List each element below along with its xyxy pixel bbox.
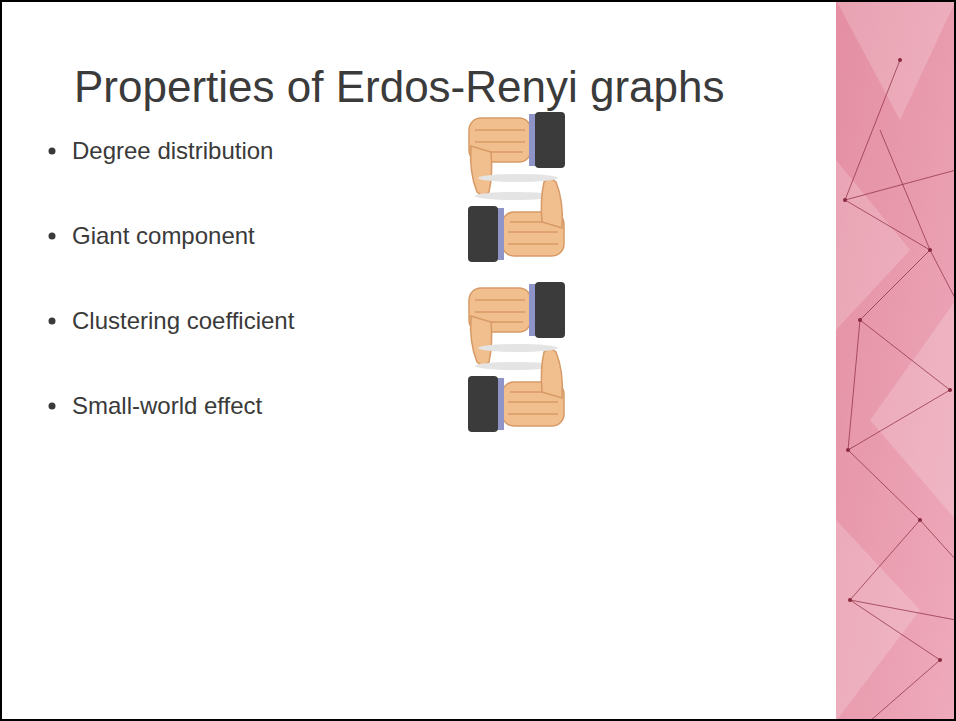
bullet-text: Clustering coefficient: [72, 307, 294, 335]
panel-dots: [843, 58, 952, 662]
slide-title: Properties of Erdos-Renyi graphs: [74, 62, 725, 112]
bullet-text: Giant component: [72, 222, 255, 250]
bullet-text: Small-world effect: [72, 392, 262, 420]
thumb-up-icon: [468, 174, 564, 262]
bullet-text: Degree distribution: [72, 137, 273, 165]
side-panel: [836, 0, 956, 721]
panel-network: [845, 60, 956, 721]
bullet-dots: [49, 148, 56, 410]
panel-facets: [836, 0, 956, 721]
thumb-up-icon: [468, 344, 564, 432]
